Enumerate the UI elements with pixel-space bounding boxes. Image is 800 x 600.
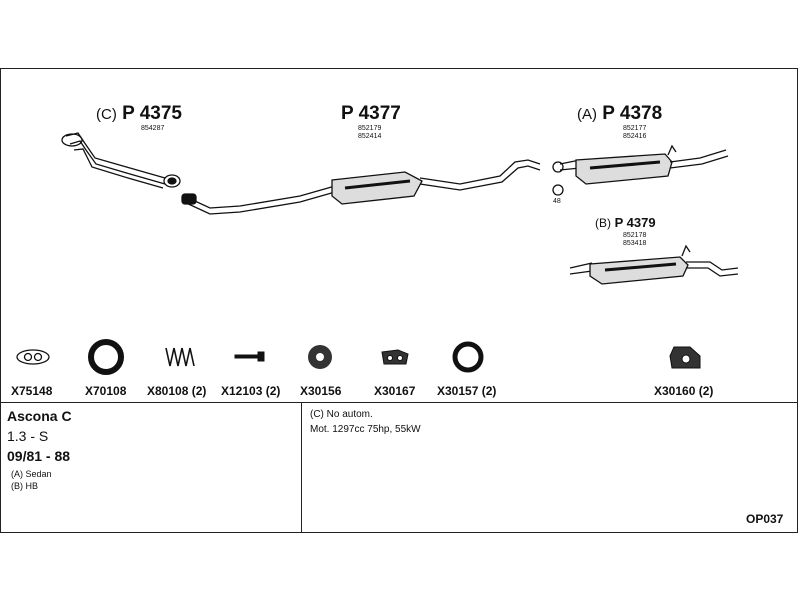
bracket-mount-icon[interactable] [669,346,701,369]
part-label-p4375: (C) P 4375 [96,103,182,125]
ref-p4377-2: 852414 [358,133,382,140]
note-line-1: (C) No autom. [310,409,373,420]
ref-p4377-1: 852179 [358,125,382,132]
accessory-code: X30167 [374,384,416,398]
accessory-code: X75148 [11,384,53,398]
vehicle-engine: 1.3 - S [7,428,49,444]
accessory-code: X30157 (2) [437,384,497,398]
part-prefix: (B) [595,216,611,230]
front-pipe-drawing[interactable] [61,132,181,189]
hanger-clip-icon[interactable] [381,349,409,365]
bolt-icon[interactable] [234,351,265,362]
part-label-p4379: (B) P 4379 [595,215,656,230]
ring-gasket-icon[interactable] [88,339,124,375]
ref-p4379-1: 852178 [623,232,647,239]
reference-code: OP037 [746,512,784,526]
accessory-code: X80108 (2) [147,384,207,398]
accessory-code: X30160 (2) [654,384,714,398]
middle-silencer-drawing[interactable] [181,159,541,215]
rubber-ring-icon[interactable] [452,341,484,373]
hanger-ref: 48 [553,198,561,205]
diagram-frame [0,68,798,533]
part-label-p4378: (A) P 4378 [577,103,662,125]
accessory-code: X12103 (2) [221,384,281,398]
part-label-p4377: P 4377 [341,103,401,125]
ref-p4375: 854287 [141,125,165,132]
spring-icon[interactable] [165,347,195,367]
gasket-icon[interactable] [16,349,50,365]
vehicle-years: 09/81 - 88 [7,448,71,464]
part-prefix: (C) [96,106,117,123]
body-type-b: (B) HB [11,481,38,491]
ref-p4378-2: 852416 [623,133,647,140]
accessory-code: X70108 [85,384,127,398]
rear-silencer-a-drawing[interactable] [552,144,729,196]
ref-p4379-2: 853418 [623,240,647,247]
part-number: P 4375 [122,103,182,124]
part-number: P 4379 [614,215,656,230]
ref-p4378-1: 852177 [623,125,647,132]
table-divider-horizontal [0,402,798,403]
body-type-a: (A) Sedan [11,469,52,479]
part-number: P 4377 [341,103,401,124]
vehicle-model: Ascona C [7,408,72,424]
part-number: P 4378 [602,103,663,124]
accessory-code: X30156 [300,384,342,398]
note-line-2: Mot. 1297cc 75hp, 55kW [310,424,421,435]
table-divider-vertical [301,402,302,533]
part-prefix: (A) [577,106,597,123]
rubber-mount-icon[interactable] [308,345,332,369]
rear-silencer-b-drawing[interactable] [569,244,739,285]
